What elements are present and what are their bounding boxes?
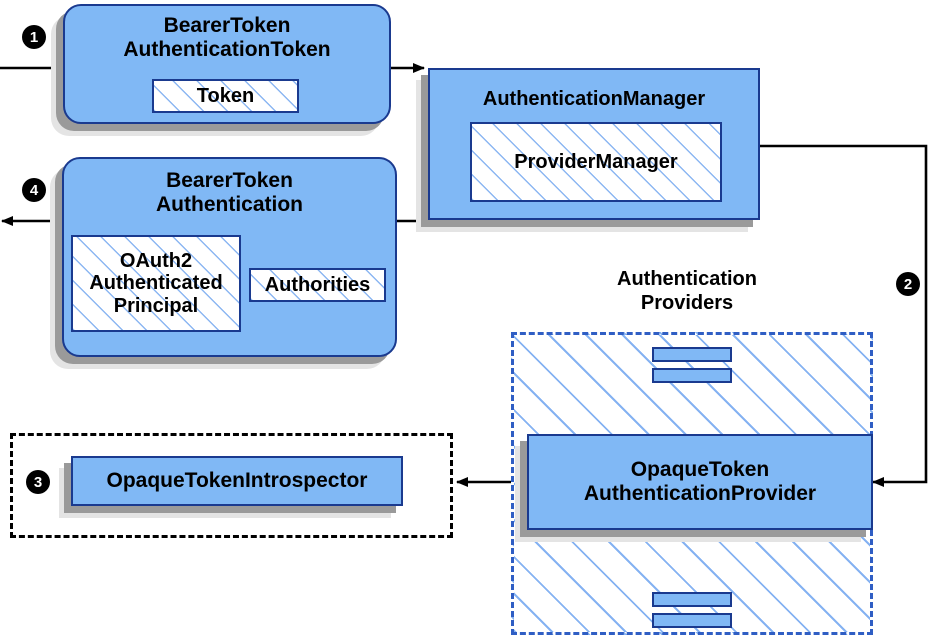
authentication-manager-label: AuthenticationManager [482,88,706,110]
oauth2-authenticated-principal-label: OAuth2 Authenticated Principal [89,249,223,317]
step-marker-4: 4 [22,178,46,202]
authorities-label: Authorities [264,273,371,296]
token-box[interactable]: Token [152,79,299,113]
opaque-token-introspector-node[interactable]: OpaqueTokenIntrospector [71,456,403,506]
interface-bar-bottom-lower [652,613,732,628]
provider-manager-box[interactable]: ProviderManager [470,122,722,202]
provider-manager-label: ProviderManager [514,150,678,173]
authorities-box[interactable]: Authorities [249,268,386,302]
bearer-token-authentication-label: BearerToken Authentication [156,169,303,216]
step-marker-1: 1 [22,25,46,49]
step-marker-3: 3 [26,470,50,494]
introspector-group [10,433,453,538]
interface-bar-top-lower [652,368,732,383]
bearer-token-authentication-token-node[interactable]: BearerToken AuthenticationToken [63,4,391,124]
bearer-token-authentication-token-label: BearerToken AuthenticationToken [123,14,331,61]
step-marker-2: 2 [896,272,920,296]
opaque-token-authentication-provider-node[interactable]: OpaqueToken AuthenticationProvider [527,434,873,530]
interface-bar-top-upper [652,347,732,362]
opaque-token-introspector-label: OpaqueTokenIntrospector [106,469,368,493]
oauth2-authenticated-principal-box[interactable]: OAuth2 Authenticated Principal [71,235,241,332]
token-label: Token [196,84,255,107]
authentication-providers-label: Authentication Providers [617,268,757,314]
interface-bar-bottom-upper [652,592,732,607]
opaque-token-authentication-provider-label: OpaqueToken AuthenticationProvider [583,458,817,505]
